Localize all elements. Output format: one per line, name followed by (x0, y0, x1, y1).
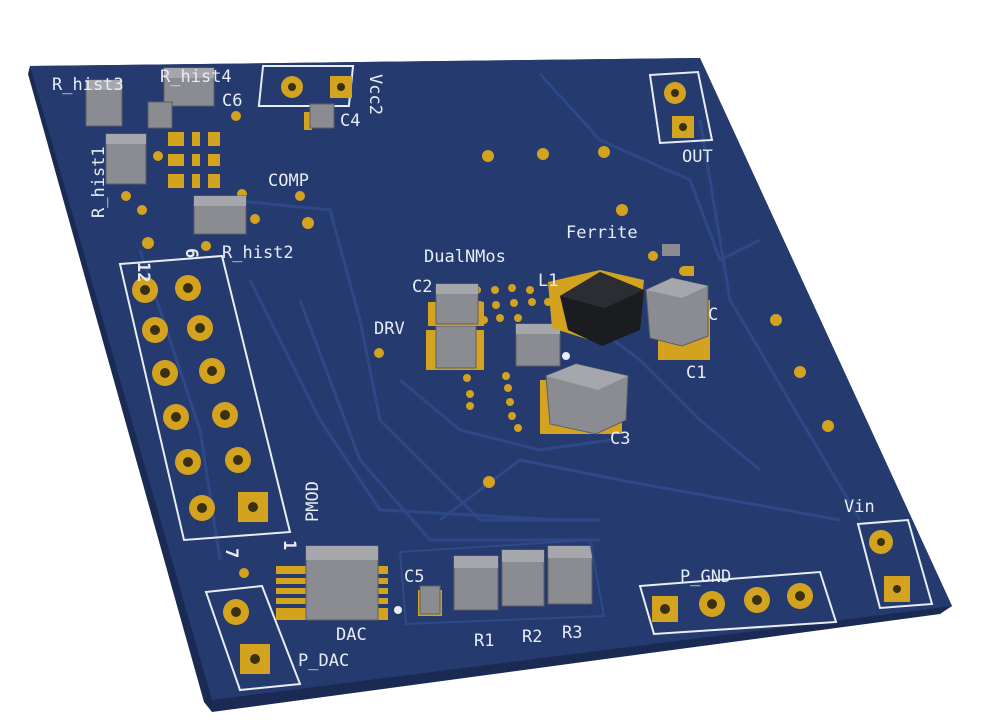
label-r-hist2: R_hist2 (222, 243, 294, 263)
label-dac: DAC (336, 625, 367, 645)
l1-inductor (548, 270, 644, 360)
c3-capacitor (540, 363, 629, 435)
label-c6: C6 (222, 91, 242, 111)
r-hist4-resistor (163, 67, 215, 107)
r1-resistor (453, 555, 499, 611)
comparator-ic (168, 132, 220, 188)
c5-capacitor (418, 585, 442, 616)
dac-ic (276, 545, 402, 621)
label-r1: R1 (474, 631, 494, 651)
r-hist3-resistor (85, 79, 123, 127)
label-ferrite: Ferrite (566, 223, 638, 243)
label-c-right: C (708, 305, 718, 325)
c2-capacitor (428, 283, 484, 326)
label-p-gnd: P_GND (680, 567, 731, 587)
r2-resistor (501, 549, 545, 607)
label-pin1: 1 (279, 540, 299, 550)
copper-traces (138, 72, 862, 561)
silkscreen-labels: R_hist3 R_hist4 C6 C4 Vcc2 OUT R_hist1 C… (52, 67, 875, 671)
label-r-hist1: R_hist1 (89, 146, 109, 218)
label-pmod: PMOD (303, 481, 323, 522)
pmod-header (118, 254, 292, 542)
dualnmos-ic (515, 323, 561, 367)
ferrite-bead (662, 244, 694, 276)
label-dualnmos: DualNMos (424, 247, 506, 267)
label-vin: Vin (844, 497, 875, 517)
label-r-hist3: R_hist3 (52, 75, 124, 95)
c1-capacitor (645, 277, 710, 360)
vin-header (856, 518, 934, 610)
resistor-group-outline (398, 538, 606, 626)
p-gnd-header (638, 570, 838, 636)
label-c1: C1 (686, 363, 706, 383)
r-hist1-resistor (105, 133, 147, 185)
label-r-hist4: R_hist4 (160, 67, 232, 87)
vias (121, 111, 834, 578)
drv-ic (426, 325, 484, 370)
c4-capacitor (304, 103, 335, 130)
label-out: OUT (682, 147, 713, 167)
r3-resistor (547, 545, 593, 605)
label-comp: COMP (268, 171, 309, 191)
label-c2: C2 (412, 277, 432, 297)
r-hist2-resistor (193, 195, 247, 235)
label-p-dac: P_DAC (298, 651, 349, 671)
label-c3: C3 (610, 429, 630, 449)
label-pin12: 12 (133, 262, 153, 282)
p-dac-header (204, 584, 302, 692)
label-vcc2: Vcc2 (365, 74, 385, 115)
board-surface (30, 58, 952, 700)
label-drv: DRV (374, 319, 405, 339)
out-header (648, 70, 714, 145)
vcc2-header (257, 65, 355, 107)
label-pin7: 7 (221, 548, 241, 558)
small-ic (147, 101, 173, 129)
label-c4: C4 (340, 111, 360, 131)
label-pin6: 6 (181, 248, 201, 258)
label-r3: R3 (562, 623, 582, 643)
label-c5: C5 (404, 567, 424, 587)
label-r2: R2 (522, 627, 542, 647)
label-l1: L1 (538, 271, 558, 291)
